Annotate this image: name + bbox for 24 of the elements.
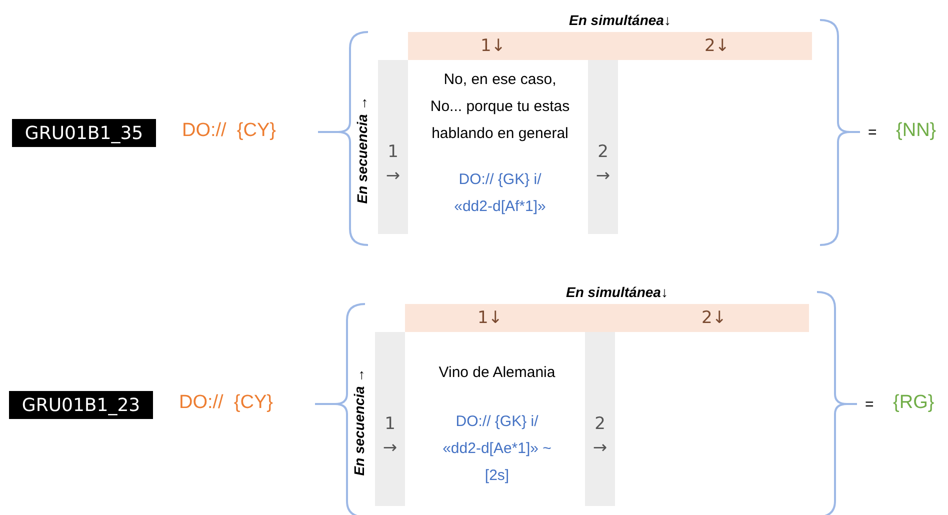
axis-caption: En simultánea↓ — [565, 284, 669, 300]
cell-text: No, en ese caso, No... porque tu estas hablando en general — [429, 70, 571, 144]
cell-code: DO:// {GK} i/ «dd2-d[Ae*1]» ~[2s] — [442, 412, 552, 486]
axis-caption: En simultánea↓ — [568, 12, 672, 28]
result-code: {NN} — [896, 120, 938, 142]
column-header: 1↓ — [405, 304, 575, 332]
code-text: DO:// {CY} — [182, 120, 277, 142]
row-header: 2 → — [585, 332, 615, 506]
id-tag: GRU01B1_23 — [9, 391, 153, 419]
result-code: {RG} — [893, 392, 936, 414]
equals-sign: = — [868, 124, 878, 141]
column-header: 1↓ — [408, 32, 578, 60]
id-tag: GRU01B1_35 — [12, 119, 156, 147]
column-header: 2↓ — [575, 304, 809, 332]
row-header: 1 → — [378, 60, 408, 234]
axis-caption: En secuencia → — [354, 95, 370, 206]
row-header: 1 → — [375, 332, 405, 506]
row-header: 2 → — [588, 60, 618, 234]
axis-caption: En secuencia → — [351, 367, 367, 478]
cell-text: Vino de Alemania — [438, 364, 556, 381]
cell-code: DO:// {GK} i/ «dd2-d[Af*1]» — [453, 170, 547, 217]
column-header: 2↓ — [578, 32, 812, 60]
code-text: DO:// {CY} — [179, 392, 274, 414]
equals-sign: = — [865, 396, 875, 413]
